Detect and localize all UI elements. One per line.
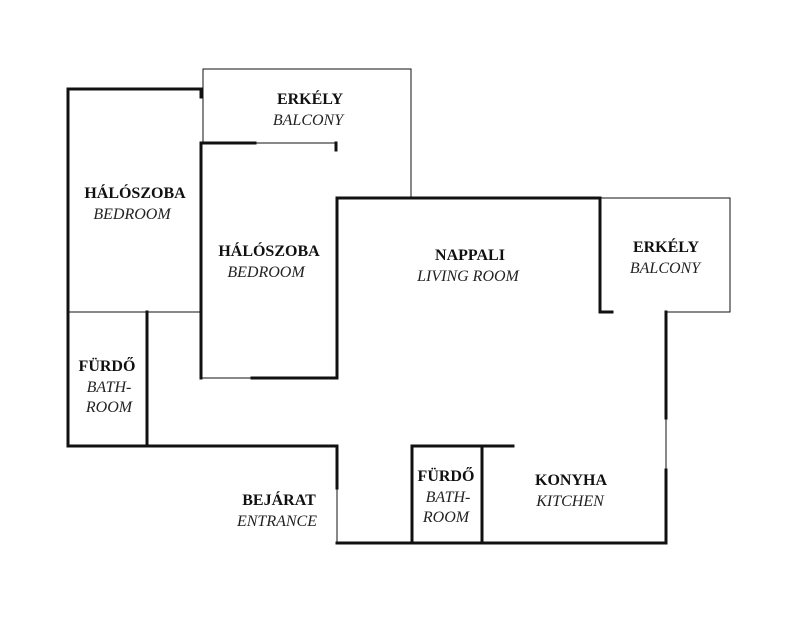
- bedroom-center-name: HÁLÓSZOBA: [218, 241, 320, 260]
- bathroom-center-walls: [410, 444, 515, 545]
- bedroom-left-sub: BEDROOM: [93, 206, 172, 223]
- balcony-right-outline: [600, 197, 731, 313]
- entrance-name: BEJÁRAT: [242, 490, 316, 509]
- bathroom-center-sub2: ROOM: [422, 509, 471, 526]
- bedroom-center-walls: [199, 141, 339, 380]
- bathroom-center-sub1: BATH-: [426, 489, 471, 506]
- entrance-walls: [335, 444, 668, 545]
- living-room-walls: [335, 196, 668, 545]
- balcony-right-name: ERKÉLY: [633, 237, 700, 256]
- bathroom-left-sub1: BATH-: [87, 379, 132, 396]
- living-room-sub: LIVING ROOM: [416, 268, 520, 285]
- bathroom-center-name: FÜRDŐ: [418, 466, 475, 485]
- balcony-top-sub: BALCONY: [273, 112, 345, 129]
- bedroom-left-name: HÁLÓSZOBA: [84, 183, 186, 202]
- bedroom-center-sub: BEDROOM: [227, 264, 306, 281]
- entrance-sub: ENTRANCE: [236, 513, 317, 530]
- balcony-top-outline: [202, 68, 412, 198]
- bathroom-left-name: FÜRDŐ: [79, 356, 136, 375]
- bathroom-left-sub2: ROOM: [85, 399, 134, 416]
- living-room-name: NAPPALI: [435, 247, 505, 264]
- bedroom-left-walls: [66, 87, 203, 448]
- kitchen-name: KONYHA: [535, 472, 607, 489]
- bathroom-left-walls: [66, 310, 339, 448]
- balcony-top-name: ERKÉLY: [277, 89, 344, 108]
- kitchen-sub: KITCHEN: [535, 493, 605, 510]
- balcony-right-sub: BALCONY: [630, 260, 702, 277]
